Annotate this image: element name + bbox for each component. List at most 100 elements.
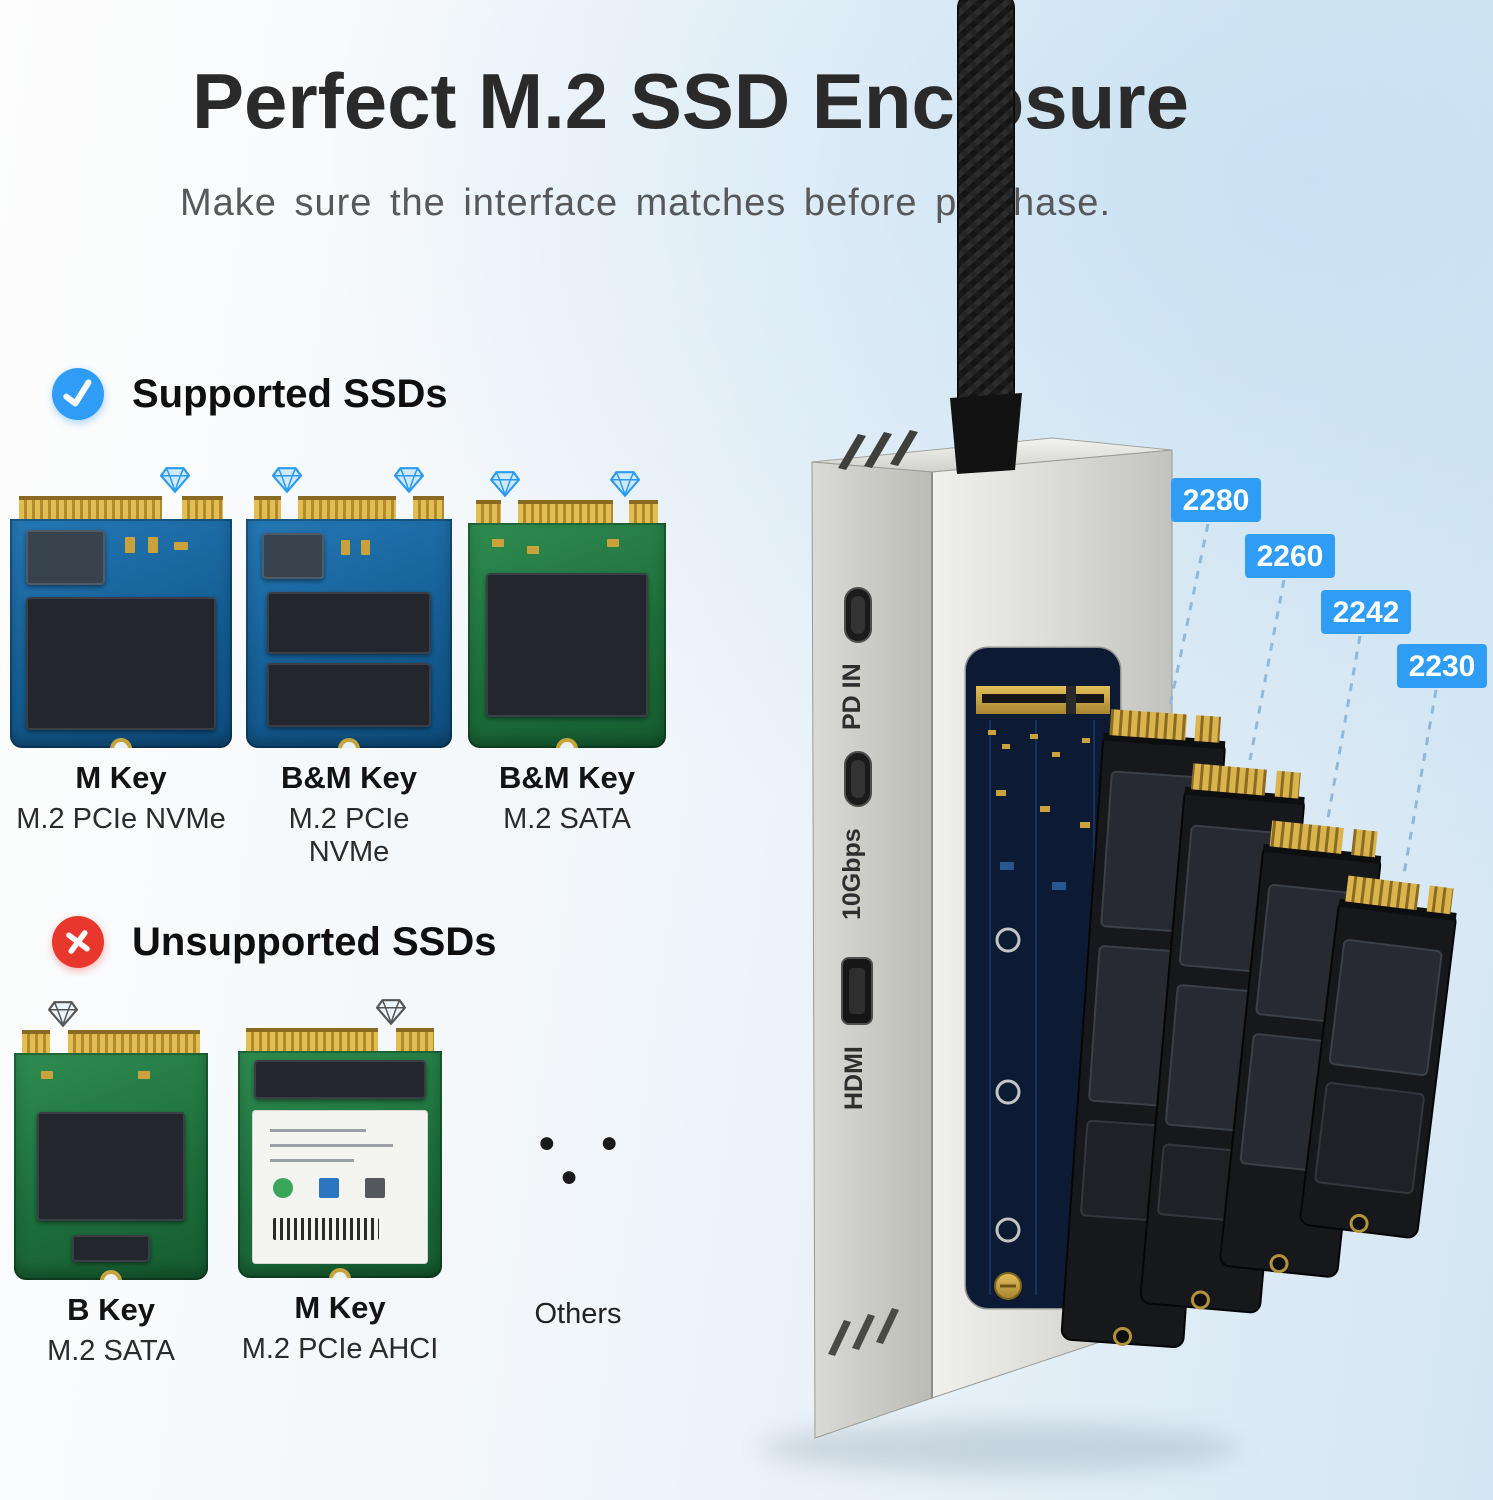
port-pd-in-label: PD IN [838,663,866,730]
vent-slits-bottom-icon [828,1308,899,1356]
ssd-interface-label: M.2 SATA [503,803,631,835]
chip [266,592,432,655]
diamond-icon [48,1001,78,1028]
bay-components [988,730,1090,828]
size-label-2230: 2230 [1409,650,1476,683]
ssd-interface-label: M.2 PCIe AHCI [241,1333,439,1365]
cross-icon [48,912,108,972]
ssd-image-bm-key-sata [468,500,666,748]
ssd-card: B&M Key M.2 PCIe NVMe [246,466,452,869]
diamond-icon [610,471,640,498]
component [606,538,619,547]
port-hdmi-label: HDMI [840,1046,868,1110]
ssd-card: M Key M.2 PCIe AHCI [238,998,442,1366]
ssd-key-label: B Key [67,1292,155,1327]
label-logo [273,1177,294,1198]
size-callouts: 2280 2260 2242 2230 [1168,478,1487,875]
label-logo [364,1177,385,1198]
chip [266,663,432,728]
ssd-connector [21,1030,201,1053]
ssd-image-b-key-sata [14,1030,208,1280]
usb-cable [957,0,1015,429]
screw-notch [329,1268,351,1278]
size-label-2260: 2260 [1257,540,1324,573]
size-badge-2242 [1321,590,1411,634]
ssd-image-m-key-ahci [238,1028,442,1278]
diamond-icon [160,467,190,494]
ssd-key-label: M Key [75,760,167,795]
ssd-pcb [468,523,666,748]
component [138,1071,151,1080]
component [340,539,350,555]
label-text-line [269,1143,393,1147]
others-card: ● ● ● Others [498,1008,658,1331]
size-label-2280: 2280 [1183,484,1250,517]
component [125,537,136,554]
port-usb-10gbps: 10Gbps [838,751,872,920]
component [361,539,371,555]
ssd-key-label: B&M Key [280,760,418,795]
ellipsis-dots: ● ● ● [537,1126,637,1193]
component [174,541,189,550]
chip [37,1112,185,1221]
screw-notch [556,738,578,748]
unsupported-section-header: Unsupported SSDs [48,912,496,972]
component [527,545,540,554]
enclosure-product-render: PD IN 10Gbps HDMI [760,0,1487,1474]
diamond-icon [490,471,520,498]
ssd-connector [254,496,444,519]
supported-section-header: Supported SSDs [48,364,448,424]
port-pd-in: PD IN [838,587,872,730]
label-logo [318,1177,339,1198]
label-text-line [269,1159,354,1163]
component [147,537,158,554]
ssd-pcb [14,1053,208,1280]
ssd-connector [18,496,224,519]
ssd-pcb [10,519,232,748]
ssd-label-sticker [252,1110,428,1265]
ssd-connector [475,500,659,523]
ssd-card: B&M Key M.2 SATA [468,470,666,836]
ssd-card: B Key M.2 SATA [14,1000,208,1368]
ssd-key-label: M Key [294,1290,386,1325]
port-hdmi: HDMI [840,957,873,1110]
chip [254,1060,426,1099]
chip [72,1234,150,1262]
supported-heading: Supported SSDs [132,371,448,416]
drop-shadow [760,1422,1240,1474]
component [491,538,504,547]
others-label: Others [534,1298,622,1330]
chip [25,596,217,730]
page-title: Perfect M.2 SSD Enclosure [192,57,1190,145]
ssd-interface-label: M.2 SATA [47,1335,175,1367]
diamond-icon [376,999,406,1026]
port-10gbps-label: 10Gbps [838,828,866,920]
ssd-interface-label: M.2 PCIe NVMe [16,803,226,835]
chip [485,572,649,717]
component [41,1071,54,1080]
ssd-pcb [238,1051,442,1278]
screw-notch [110,738,132,748]
size-label-2242: 2242 [1333,596,1400,629]
diamond-icon [394,467,424,494]
page-subtitle: Make sure the interface matches before p… [180,182,1112,224]
vent-slits-top-icon [838,430,918,470]
chip [25,530,106,586]
ssd-card: M Key M.2 PCIe NVMe [10,466,232,836]
label-barcode [273,1218,379,1240]
ssd-connector [246,1028,434,1051]
ssd-pcb [246,519,452,748]
screw-notch [100,1270,122,1280]
screw-notch [338,738,360,748]
ssd-image-m-key-nvme [10,496,232,748]
ssd-interface-label: M.2 PCIe NVMe [288,803,410,868]
diamond-icon [272,467,302,494]
ssd-2230-render [1299,875,1457,1239]
size-badge-2260 [1245,534,1335,578]
cable-strain-relief [950,393,1022,474]
size-badge-2280 [1171,478,1261,522]
label-text-line [269,1128,367,1132]
ssd-key-label: B&M Key [498,760,636,795]
ssd-image-bm-key-nvme [246,496,452,748]
